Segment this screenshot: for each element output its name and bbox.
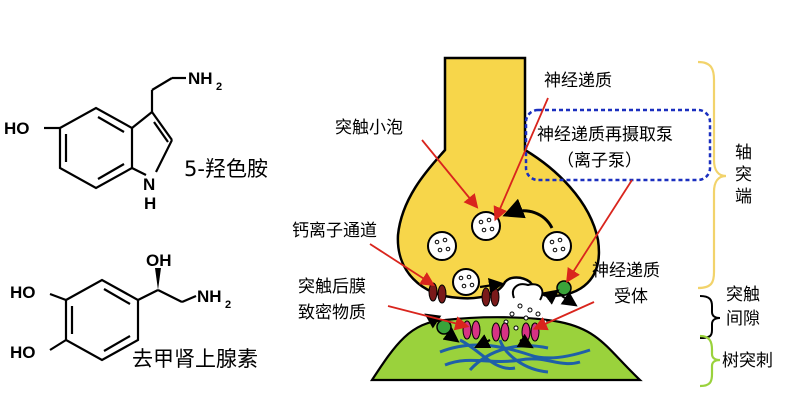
- synaptic-cleft-brace: [699, 295, 721, 339]
- norepinephrine-hydroxyl-2-label: HO: [10, 343, 36, 362]
- serotonin-amine-label: NH: [188, 69, 213, 88]
- axon-terminal-brace: [697, 60, 727, 290]
- norepinephrine-amine-label: NH: [197, 287, 222, 306]
- postsynaptic-density-label-line2: 致密物质: [298, 303, 366, 323]
- serotonin-ring-h-label: H: [144, 194, 156, 213]
- dendritic-spine-label: 树突刺: [722, 351, 773, 371]
- axon-terminal: [396, 56, 601, 300]
- norepinephrine-structure: [49, 278, 197, 362]
- reuptake-pump-label: 神经递质再摄取泵: [537, 125, 673, 145]
- vesicle: [471, 211, 501, 241]
- vesicle: [452, 268, 480, 296]
- neurotransmitter-leader-arrow: [493, 97, 549, 222]
- norepinephrine-benzene-ring: [64, 278, 140, 362]
- receptor-leader-arrow: [532, 301, 595, 331]
- receptor-label-line1: 神经递质: [592, 261, 660, 281]
- postsynaptic-density-leader-arrow: [387, 305, 470, 331]
- receptor-label-line2: 受体: [614, 287, 648, 307]
- vesicle-leader-arrow: [421, 139, 479, 209]
- calcium-channel-leader-arrow: [369, 243, 436, 286]
- serotonin-ring-n-label: N: [143, 175, 155, 194]
- synaptic-cleft-label-2: 间隙: [726, 309, 760, 329]
- serotonin-benzene-ring: [58, 106, 134, 190]
- synaptic-vesicles: [427, 211, 572, 296]
- axon-terminal-label-3: 端: [735, 187, 752, 207]
- reuptake-pump-sublabel: （离子泵）: [557, 151, 642, 171]
- reuptake-pump-callout-box: [524, 108, 712, 182]
- leader-arrows: [369, 97, 633, 331]
- serotonin-structure: [44, 76, 186, 190]
- axon-terminal-label-2: 突: [735, 165, 752, 185]
- serotonin-hydroxyl-label: HO: [4, 119, 30, 138]
- exocytosis-fusion-pore: [512, 283, 544, 301]
- serotonin-name: 5-羟色胺: [184, 157, 268, 181]
- dendritic-spine-brace: [699, 334, 721, 388]
- reuptake-transporter-presynaptic: [556, 280, 572, 296]
- norepinephrine-hydroxyl-1-label: HO: [10, 283, 36, 302]
- norepinephrine-name: 去甲肾上腺素: [132, 347, 258, 371]
- vesicle: [427, 231, 457, 261]
- calcium-channel-label: 钙离子通道: [292, 221, 377, 241]
- vesicle: [542, 231, 572, 261]
- synaptic-cleft-label-1: 突触: [726, 285, 760, 305]
- reuptake-pump-leader-arrow: [566, 179, 633, 284]
- vesicle-label: 突触小泡: [335, 118, 403, 138]
- flow-arrows: [424, 198, 578, 349]
- norepinephrine-amine-subscript: 2: [225, 299, 231, 311]
- norepinephrine-oh-label: OH: [146, 251, 172, 270]
- postsynaptic-density-fibers: [439, 338, 591, 374]
- postsynaptic-density-label-line1: 突触后膜: [298, 277, 366, 297]
- axon-terminal-label-1: 轴: [735, 143, 752, 163]
- neurotransmitter-label: 神经递质: [544, 71, 612, 91]
- serotonin-amine-subscript: 2: [216, 81, 222, 93]
- norepinephrine-wedge-bond: [155, 268, 161, 290]
